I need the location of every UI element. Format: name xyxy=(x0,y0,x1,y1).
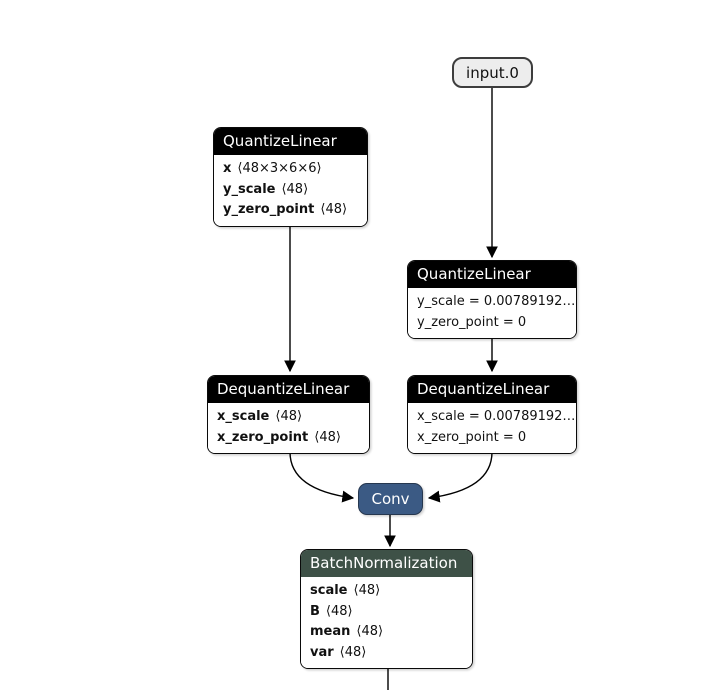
node-attr-row[interactable]: y_zero_point = 0 xyxy=(417,313,567,334)
arg-name: x xyxy=(223,161,232,176)
node-title: DequantizeLinear xyxy=(417,380,550,398)
node-header[interactable]: DequantizeLinear xyxy=(208,376,369,403)
node-header[interactable]: QuantizeLinear xyxy=(408,261,576,288)
node-attr-row[interactable]: x_zero_point = 0 xyxy=(417,428,567,449)
node-dequantizelinear-right[interactable]: DequantizeLinear x_scale = 0.00789192… x… xyxy=(407,375,577,454)
node-dequantizelinear-left[interactable]: DequantizeLinear x_scale ⟨48⟩ x_zero_poin… xyxy=(207,375,370,454)
node-input-row[interactable]: mean ⟨48⟩ xyxy=(310,622,463,643)
node-input-row[interactable]: y_zero_point ⟨48⟩ xyxy=(223,200,358,221)
arg-name: scale xyxy=(310,583,348,598)
arg-shape: ⟨48⟩ xyxy=(353,583,381,598)
arg-name: x_zero_point xyxy=(217,429,309,445)
node-body: y_scale = 0.00789192… y_zero_point = 0 xyxy=(408,288,576,338)
arg-name: var xyxy=(310,644,334,660)
node-input-row[interactable]: B ⟨48⟩ xyxy=(310,602,463,623)
arg-shape: ⟨48⟩ xyxy=(314,429,341,445)
node-body: x_scale = 0.00789192… x_zero_point = 0 xyxy=(408,403,576,453)
node-quantizelinear-left[interactable]: QuantizeLinear x ⟨48×3×6×6⟩ y_scale ⟨48⟩ y… xyxy=(213,127,368,227)
node-header[interactable]: BatchNormalization xyxy=(301,550,472,577)
node-title: BatchNormalization xyxy=(310,554,458,572)
node-body: x_scale ⟨48⟩ x_zero_point ⟨48⟩ xyxy=(208,403,369,453)
node-input-row[interactable]: y_scale ⟨48⟩ xyxy=(223,180,358,201)
node-title: DequantizeLinear xyxy=(217,380,350,398)
arg-name: y_scale xyxy=(223,181,276,197)
node-body: scale ⟨48⟩ B ⟨48⟩ mean ⟨48⟩ var ⟨48⟩ xyxy=(301,577,472,668)
attr-text: y_zero_point = 0 xyxy=(417,314,527,330)
arg-name: mean xyxy=(310,624,351,639)
arg-shape: ⟨48⟩ xyxy=(325,603,353,619)
input-node-label: input.0 xyxy=(466,63,519,82)
node-input-row[interactable]: x ⟨48×3×6×6⟩ xyxy=(223,159,358,180)
node-quantizelinear-right[interactable]: QuantizeLinear y_scale = 0.00789192… y_z… xyxy=(407,260,577,339)
arg-shape: ⟨48⟩ xyxy=(320,202,348,217)
node-input-row[interactable]: x_zero_point ⟨48⟩ xyxy=(217,428,360,449)
node-attr-row[interactable]: x_scale = 0.00789192… xyxy=(417,407,575,428)
node-body: x ⟨48×3×6×6⟩ y_scale ⟨48⟩ y_zero_point ⟨48⟩ xyxy=(214,155,367,226)
node-batchnormalization[interactable]: BatchNormalization scale ⟨48⟩ B ⟨48⟩ mean ⟨… xyxy=(300,549,473,669)
node-conv[interactable]: Conv xyxy=(358,483,423,515)
arg-shape: ⟨48⟩ xyxy=(275,409,303,424)
node-title: QuantizeLinear xyxy=(223,132,337,150)
node-header[interactable]: DequantizeLinear xyxy=(408,376,576,403)
node-input-row[interactable]: x_scale ⟨48⟩ xyxy=(217,407,360,428)
arg-name: x_scale xyxy=(217,409,270,424)
attr-text: y_scale = 0.00789192… xyxy=(417,294,576,309)
node-input-row[interactable]: scale ⟨48⟩ xyxy=(310,581,463,602)
node-title: Conv xyxy=(371,490,410,508)
edge-dequantizelinear-right-to-conv xyxy=(427,451,493,503)
node-input-0[interactable]: input.0 xyxy=(452,57,533,88)
arg-shape: ⟨48⟩ xyxy=(281,181,309,197)
arg-shape: ⟨48⟩ xyxy=(339,644,367,660)
node-attr-row[interactable]: y_scale = 0.00789192… xyxy=(417,292,575,313)
node-input-row[interactable]: var ⟨48⟩ xyxy=(310,643,463,664)
arg-shape: ⟨48×3×6×6⟩ xyxy=(237,161,322,176)
arg-name: B xyxy=(310,603,320,619)
arg-shape: ⟨48⟩ xyxy=(356,624,384,639)
edge-dequantizelinear-left-to-conv xyxy=(289,451,355,503)
node-title: QuantizeLinear xyxy=(417,265,531,283)
node-header[interactable]: QuantizeLinear xyxy=(214,128,367,155)
arg-name: y_zero_point xyxy=(223,202,315,217)
attr-text: x_zero_point = 0 xyxy=(417,429,527,445)
attr-text: x_scale = 0.00789192… xyxy=(417,409,576,424)
